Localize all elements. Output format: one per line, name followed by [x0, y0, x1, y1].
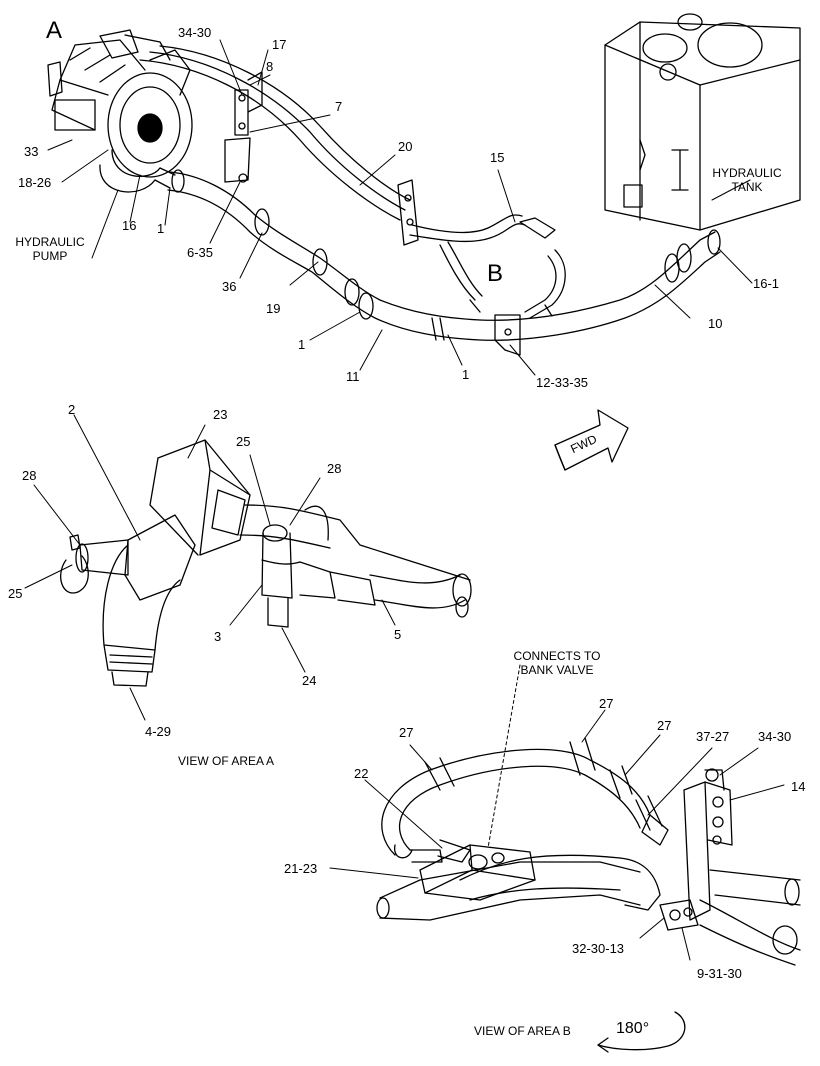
callout-7: 7	[335, 99, 343, 114]
view-b-caption: VIEW OF AREA B	[474, 1024, 571, 1038]
callout-10: 10	[708, 316, 723, 331]
callout-14: 14	[791, 779, 806, 794]
callout-20: 20	[398, 139, 413, 154]
callout-33: 33	[24, 144, 39, 159]
connects-to-bank-valve-label: CONNECTS TO BANK VALVE	[513, 649, 601, 677]
callout-22: 22	[354, 766, 369, 781]
view-a-caption: VIEW OF AREA A	[178, 754, 275, 768]
callout-2: 2	[68, 402, 76, 417]
callout-28-left: 28	[22, 468, 37, 483]
brackets-drawing	[224, 71, 521, 356]
callout-16: 16	[122, 218, 137, 233]
callout-3: 3	[214, 629, 222, 644]
callout-1-clamp: 1	[462, 367, 470, 382]
callout-36: 36	[222, 279, 237, 294]
callout-37-27: 37-27	[696, 729, 730, 744]
suction-hose-drawing	[167, 169, 721, 341]
callout-24: 24	[302, 673, 317, 688]
view-b-drawing	[376, 737, 801, 966]
hydraulic-tank-drawing	[604, 13, 801, 231]
view-a-drawing	[60, 439, 472, 687]
callout-9-31-30: 9-31-30	[697, 966, 742, 981]
callout-28-right: 28	[327, 461, 342, 476]
callout-23: 23	[213, 407, 228, 422]
callout-19: 19	[266, 301, 281, 316]
callout-34-30-top: 34-30	[178, 25, 212, 40]
callout-27-middle: 27	[599, 696, 614, 711]
callout-4-29: 4-29	[145, 724, 172, 739]
callout-16-1: 16-1	[753, 276, 780, 291]
callout-25-top: 25	[236, 434, 251, 449]
hydraulic-tank-label: HYDRAULIC TANK	[712, 166, 782, 194]
fwd-arrow-drawing	[554, 409, 629, 471]
callout-5: 5	[394, 627, 402, 642]
leader-lines	[24, 39, 785, 961]
callout-34-30-right: 34-30	[758, 729, 792, 744]
callout-1-hose: 1	[298, 337, 306, 352]
callout-27-left: 27	[399, 725, 414, 740]
callout-21-23: 21-23	[284, 861, 318, 876]
callout-25-left: 25	[8, 586, 23, 601]
callout-11: 11	[346, 369, 360, 384]
callout-32-30-13: 32-30-13	[572, 941, 625, 956]
callout-6-35: 6-35	[187, 245, 214, 260]
callout-12-33-35: 12-33-35	[536, 375, 589, 390]
callout-27-right: 27	[657, 718, 672, 733]
callout-1-pump: 1	[157, 221, 165, 236]
callout-18-26: 18-26	[18, 175, 52, 190]
rotation-arrow-drawing	[597, 1011, 686, 1051]
callout-17: 17	[272, 37, 287, 52]
area-b-letter: B	[487, 260, 504, 287]
callout-15: 15	[490, 150, 505, 165]
hydraulic-pump-drawing	[47, 29, 193, 193]
hydraulic-pump-label: HYDRAULIC PUMP	[15, 235, 85, 263]
area-a-letter: A	[46, 17, 63, 44]
return-lines-drawing	[139, 45, 566, 319]
rotation-arrowhead	[597, 1037, 609, 1053]
rotation-label: 180°	[616, 1020, 650, 1037]
callout-8: 8	[266, 59, 274, 74]
